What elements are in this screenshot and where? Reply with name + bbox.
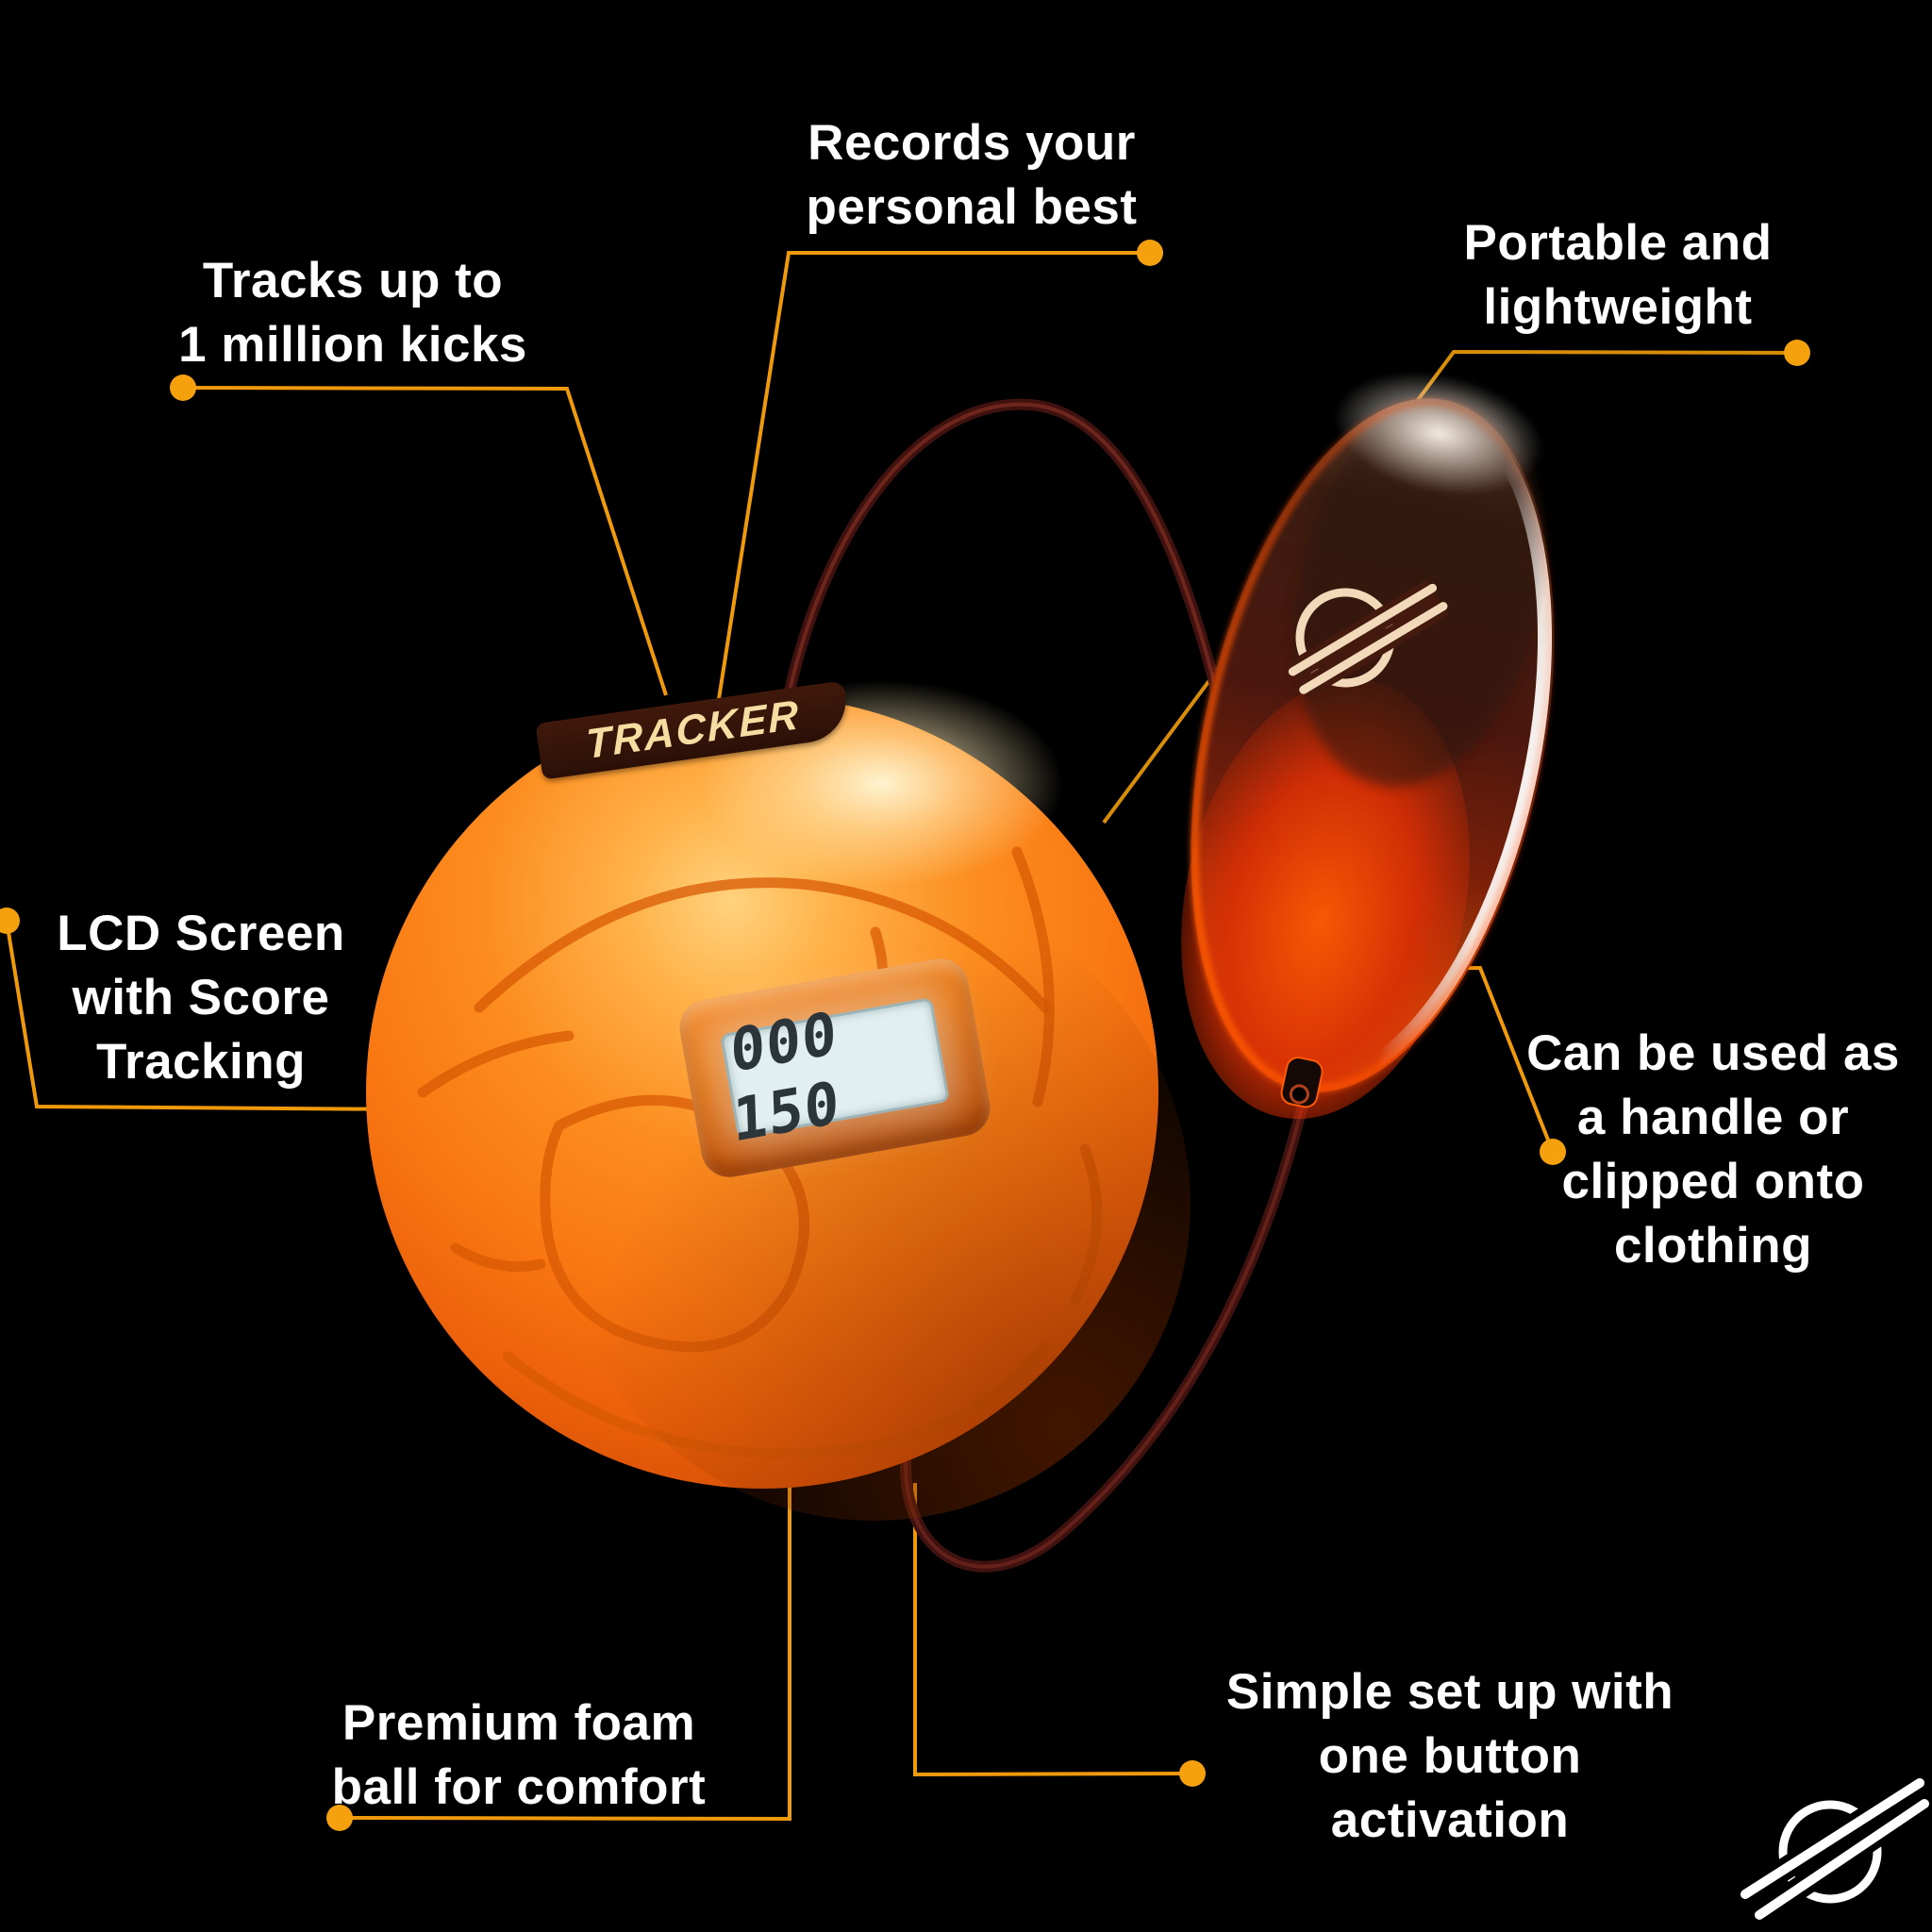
callout-records-line1: Records your (808, 115, 1136, 171)
leader-dot-tracks (170, 375, 196, 401)
callout-foam: Premium foam ball for comfort (332, 1691, 707, 1820)
brand-logo-icon (1739, 1773, 1931, 1924)
leader-line-lcd (5, 920, 416, 1111)
leader-dot-foam (326, 1805, 353, 1831)
device-clip-hook (1280, 1057, 1324, 1108)
callout-handle: Can be used as a handle or clipped onto … (1526, 1022, 1900, 1278)
leader-dot-portable (1784, 340, 1810, 366)
handle-device (1181, 372, 1556, 1120)
callout-portable-line2: lightweight (1483, 279, 1753, 335)
lcd-score-value: 000 150 (729, 997, 841, 1156)
leader-dot-handle (1540, 1139, 1566, 1165)
callout-lcd: LCD Screen with Score Tracking (57, 902, 344, 1094)
leader-line-foam (339, 1472, 791, 1822)
callout-handle-line2: a handle or (1576, 1090, 1850, 1145)
callout-setup-line2: one button (1318, 1728, 1582, 1784)
leader-line-tracks (182, 386, 668, 696)
callout-setup-line1: Simple set up with (1225, 1664, 1674, 1720)
callout-lcd-line3: Tracking (96, 1034, 306, 1090)
callout-tracks-line2: 1 million kicks (178, 317, 527, 373)
leader-line-records (717, 251, 1150, 700)
callout-lcd-line1: LCD Screen (57, 906, 345, 961)
callout-tracks-line1: Tracks up to (202, 253, 504, 308)
callout-lcd-line2: with Score (72, 970, 330, 1025)
lcd-screen: 000 150 (720, 997, 950, 1156)
callout-handle-line3: clipped onto (1561, 1154, 1865, 1209)
callout-tracks: Tracks up to 1 million kicks (178, 249, 527, 377)
callout-foam-line1: Premium foam (341, 1695, 696, 1751)
callout-records-line2: personal best (806, 179, 1138, 235)
leader-dot-records (1137, 240, 1163, 266)
leader-line-setup (913, 1483, 1193, 1777)
callout-handle-line1: Can be used as (1526, 1025, 1900, 1081)
callout-setup: Simple set up with one button activation (1226, 1660, 1674, 1853)
callout-portable-line1: Portable and (1463, 215, 1773, 271)
callout-portable: Portable and lightweight (1463, 211, 1772, 340)
leader-dot-lcd (0, 908, 20, 934)
callout-records: Records your personal best (806, 111, 1137, 240)
callout-handle-line4: clothing (1613, 1218, 1813, 1274)
callout-foam-line2: ball for comfort (331, 1759, 707, 1815)
device-top-sheen (1334, 372, 1543, 495)
callout-setup-line3: activation (1330, 1792, 1570, 1848)
leader-dot-setup (1179, 1760, 1206, 1787)
device-logo-icon (1287, 578, 1449, 699)
